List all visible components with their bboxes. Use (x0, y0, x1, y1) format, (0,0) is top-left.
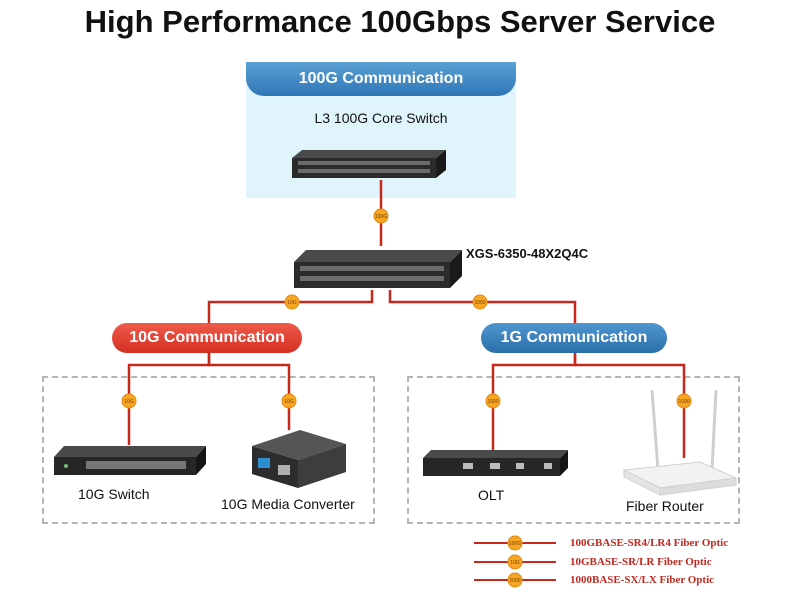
svg-text:1000: 1000 (474, 300, 485, 306)
fiber-router-badge: 1000 (676, 393, 692, 409)
one-g-communication-banner: 1G Communication (481, 323, 667, 353)
ten-g-communication-banner: 10G Communication (112, 323, 302, 353)
core-uplink-badge: 100G (373, 208, 389, 224)
svg-text:100G: 100G (509, 541, 521, 547)
aggregation-switch-device (294, 250, 462, 288)
fiber-router-link (573, 353, 686, 458)
legend-100g-text: 100GBASE-SR4/LR4 Fiber Optic (570, 537, 729, 549)
ten-g-switch-link (127, 353, 211, 445)
ten-g-switch-label: 10G Switch (78, 486, 150, 502)
svg-text:10G: 10G (510, 560, 520, 566)
core-switch-device (292, 150, 446, 178)
olt-device (423, 450, 568, 476)
legend-badge-1: 10G (507, 554, 523, 570)
link-lines (127, 180, 686, 458)
ten-g-media-converter-device (252, 430, 346, 488)
legend-badges: 100G 10G 1000 (507, 535, 523, 588)
svg-text:1000: 1000 (509, 578, 520, 584)
svg-text:1000: 1000 (487, 399, 498, 405)
core-switch-label: L3 100G Core Switch (314, 110, 448, 126)
ten-g-switch-device (54, 446, 206, 475)
ten-g-media-converter-badge: 10G (281, 393, 297, 409)
legend-badge-2: 1000 (507, 572, 523, 588)
legend-1000-text: 1000BASE-SX/LX Fiber Optic (570, 574, 715, 586)
core-communication-banner: 100G Communication (246, 62, 516, 96)
svg-text:10G: 10G (287, 300, 297, 306)
olt-link (491, 353, 577, 452)
one-g-branch-badge: 1000 (472, 294, 488, 310)
ten-g-device-group (42, 376, 375, 524)
legend-badge-0: 100G (507, 535, 523, 551)
legend-10g-text: 10GBASE-SR/LR Fiber Optic (570, 556, 712, 568)
svg-text:10G: 10G (284, 399, 294, 405)
aggregation-switch-model: XGS-6350-48X2Q4C (466, 246, 589, 261)
olt-badge: 1000 (485, 393, 501, 409)
one-g-device-group (407, 376, 740, 524)
svg-text:100G: 100G (375, 214, 387, 220)
ten-g-switch-badge: 10G (121, 393, 137, 409)
link-badges: 100G 10G 1000 10G 10G 1000 1000 (121, 208, 692, 409)
svg-text:10G: 10G (124, 399, 134, 405)
diagram-title: High Performance 100Gbps Server Service (84, 4, 716, 39)
ten-g-media-converter-label: 10G Media Converter (221, 496, 355, 512)
fiber-router-label: Fiber Router (626, 498, 704, 514)
svg-text:1000: 1000 (678, 399, 689, 405)
ten-g-media-converter-link (207, 353, 291, 430)
olt-label: OLT (478, 487, 505, 503)
ten-g-branch-badge: 10G (284, 294, 300, 310)
fiber-router-device (622, 389, 738, 496)
